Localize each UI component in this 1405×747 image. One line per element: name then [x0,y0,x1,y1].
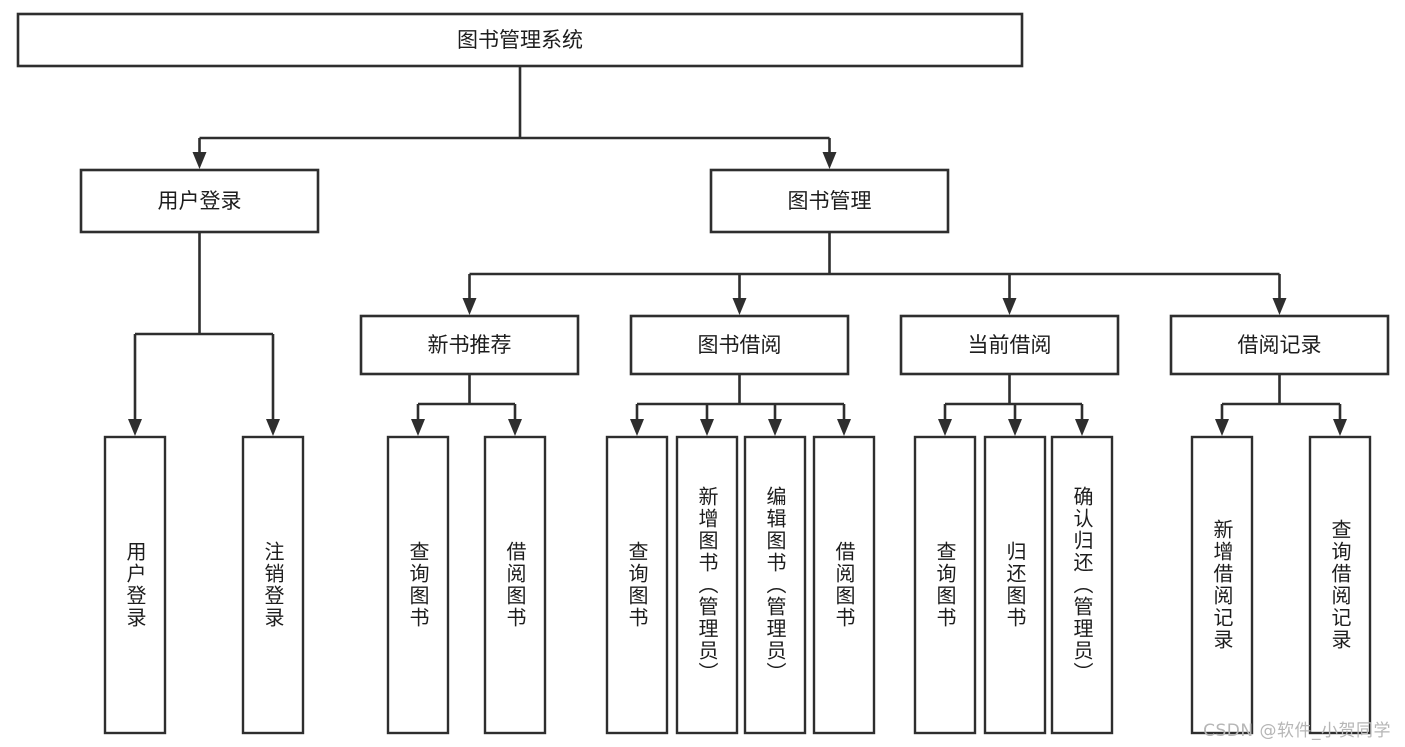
leaf-node-box[interactable] [605,435,669,735]
leaf-node-box[interactable] [386,435,450,735]
leaf-node-box[interactable] [983,435,1047,735]
leaf-node-box[interactable] [913,435,977,735]
arrow-head-icon [1075,419,1089,436]
arrow-head-icon [732,298,747,315]
leaf-node-box[interactable] [103,435,167,735]
arrow-head-icon [1002,298,1017,315]
leaf-node-box[interactable] [675,435,739,735]
arrow-head-icon [128,419,142,436]
level3-node-box[interactable] [629,314,850,376]
leaf-node-box[interactable] [1190,435,1254,735]
arrow-head-icon [837,419,851,436]
arrow-head-icon [462,298,477,315]
arrow-head-icon [411,419,425,436]
leaf-node-box[interactable] [812,435,876,735]
arrow-head-icon [266,419,280,436]
root-node-box[interactable] [16,12,1024,68]
node-label: 用户登录 [158,189,242,213]
connector-layer [128,66,1347,436]
node-label: 新书推荐 [428,333,512,357]
arrow-head-icon [630,419,644,436]
arrow-head-icon [1008,419,1022,436]
leaf-node-box[interactable] [1308,435,1372,735]
arrow-head-icon [700,419,714,436]
leaf-node-box[interactable] [1050,435,1114,735]
arrow-head-icon [192,152,207,169]
level3-node-box[interactable] [359,314,580,376]
level2-node-box[interactable] [79,168,320,234]
level2-node-box[interactable] [709,168,950,234]
level3-node-box[interactable] [1169,314,1390,376]
node-label: 借阅记录 [1238,333,1322,357]
level3-node-box[interactable] [899,314,1120,376]
arrow-head-icon [822,152,837,169]
arrow-head-icon [768,419,782,436]
arrow-head-icon [938,419,952,436]
arrow-head-icon [1272,298,1287,315]
arrow-head-icon [508,419,522,436]
node-label: 图书管理系统 [457,28,583,52]
arrow-head-icon [1333,419,1347,436]
arrow-head-icon [1215,419,1229,436]
box-layer [16,12,1390,735]
leaf-node-box[interactable] [241,435,305,735]
node-label: 当前借阅 [968,333,1052,357]
leaf-node-box[interactable] [483,435,547,735]
leaf-node-box[interactable] [743,435,807,735]
watermark-text: CSDN @软件_小贺同学 [1203,721,1391,741]
node-label: 图书借阅 [698,333,782,357]
node-label: 图书管理 [788,189,872,213]
